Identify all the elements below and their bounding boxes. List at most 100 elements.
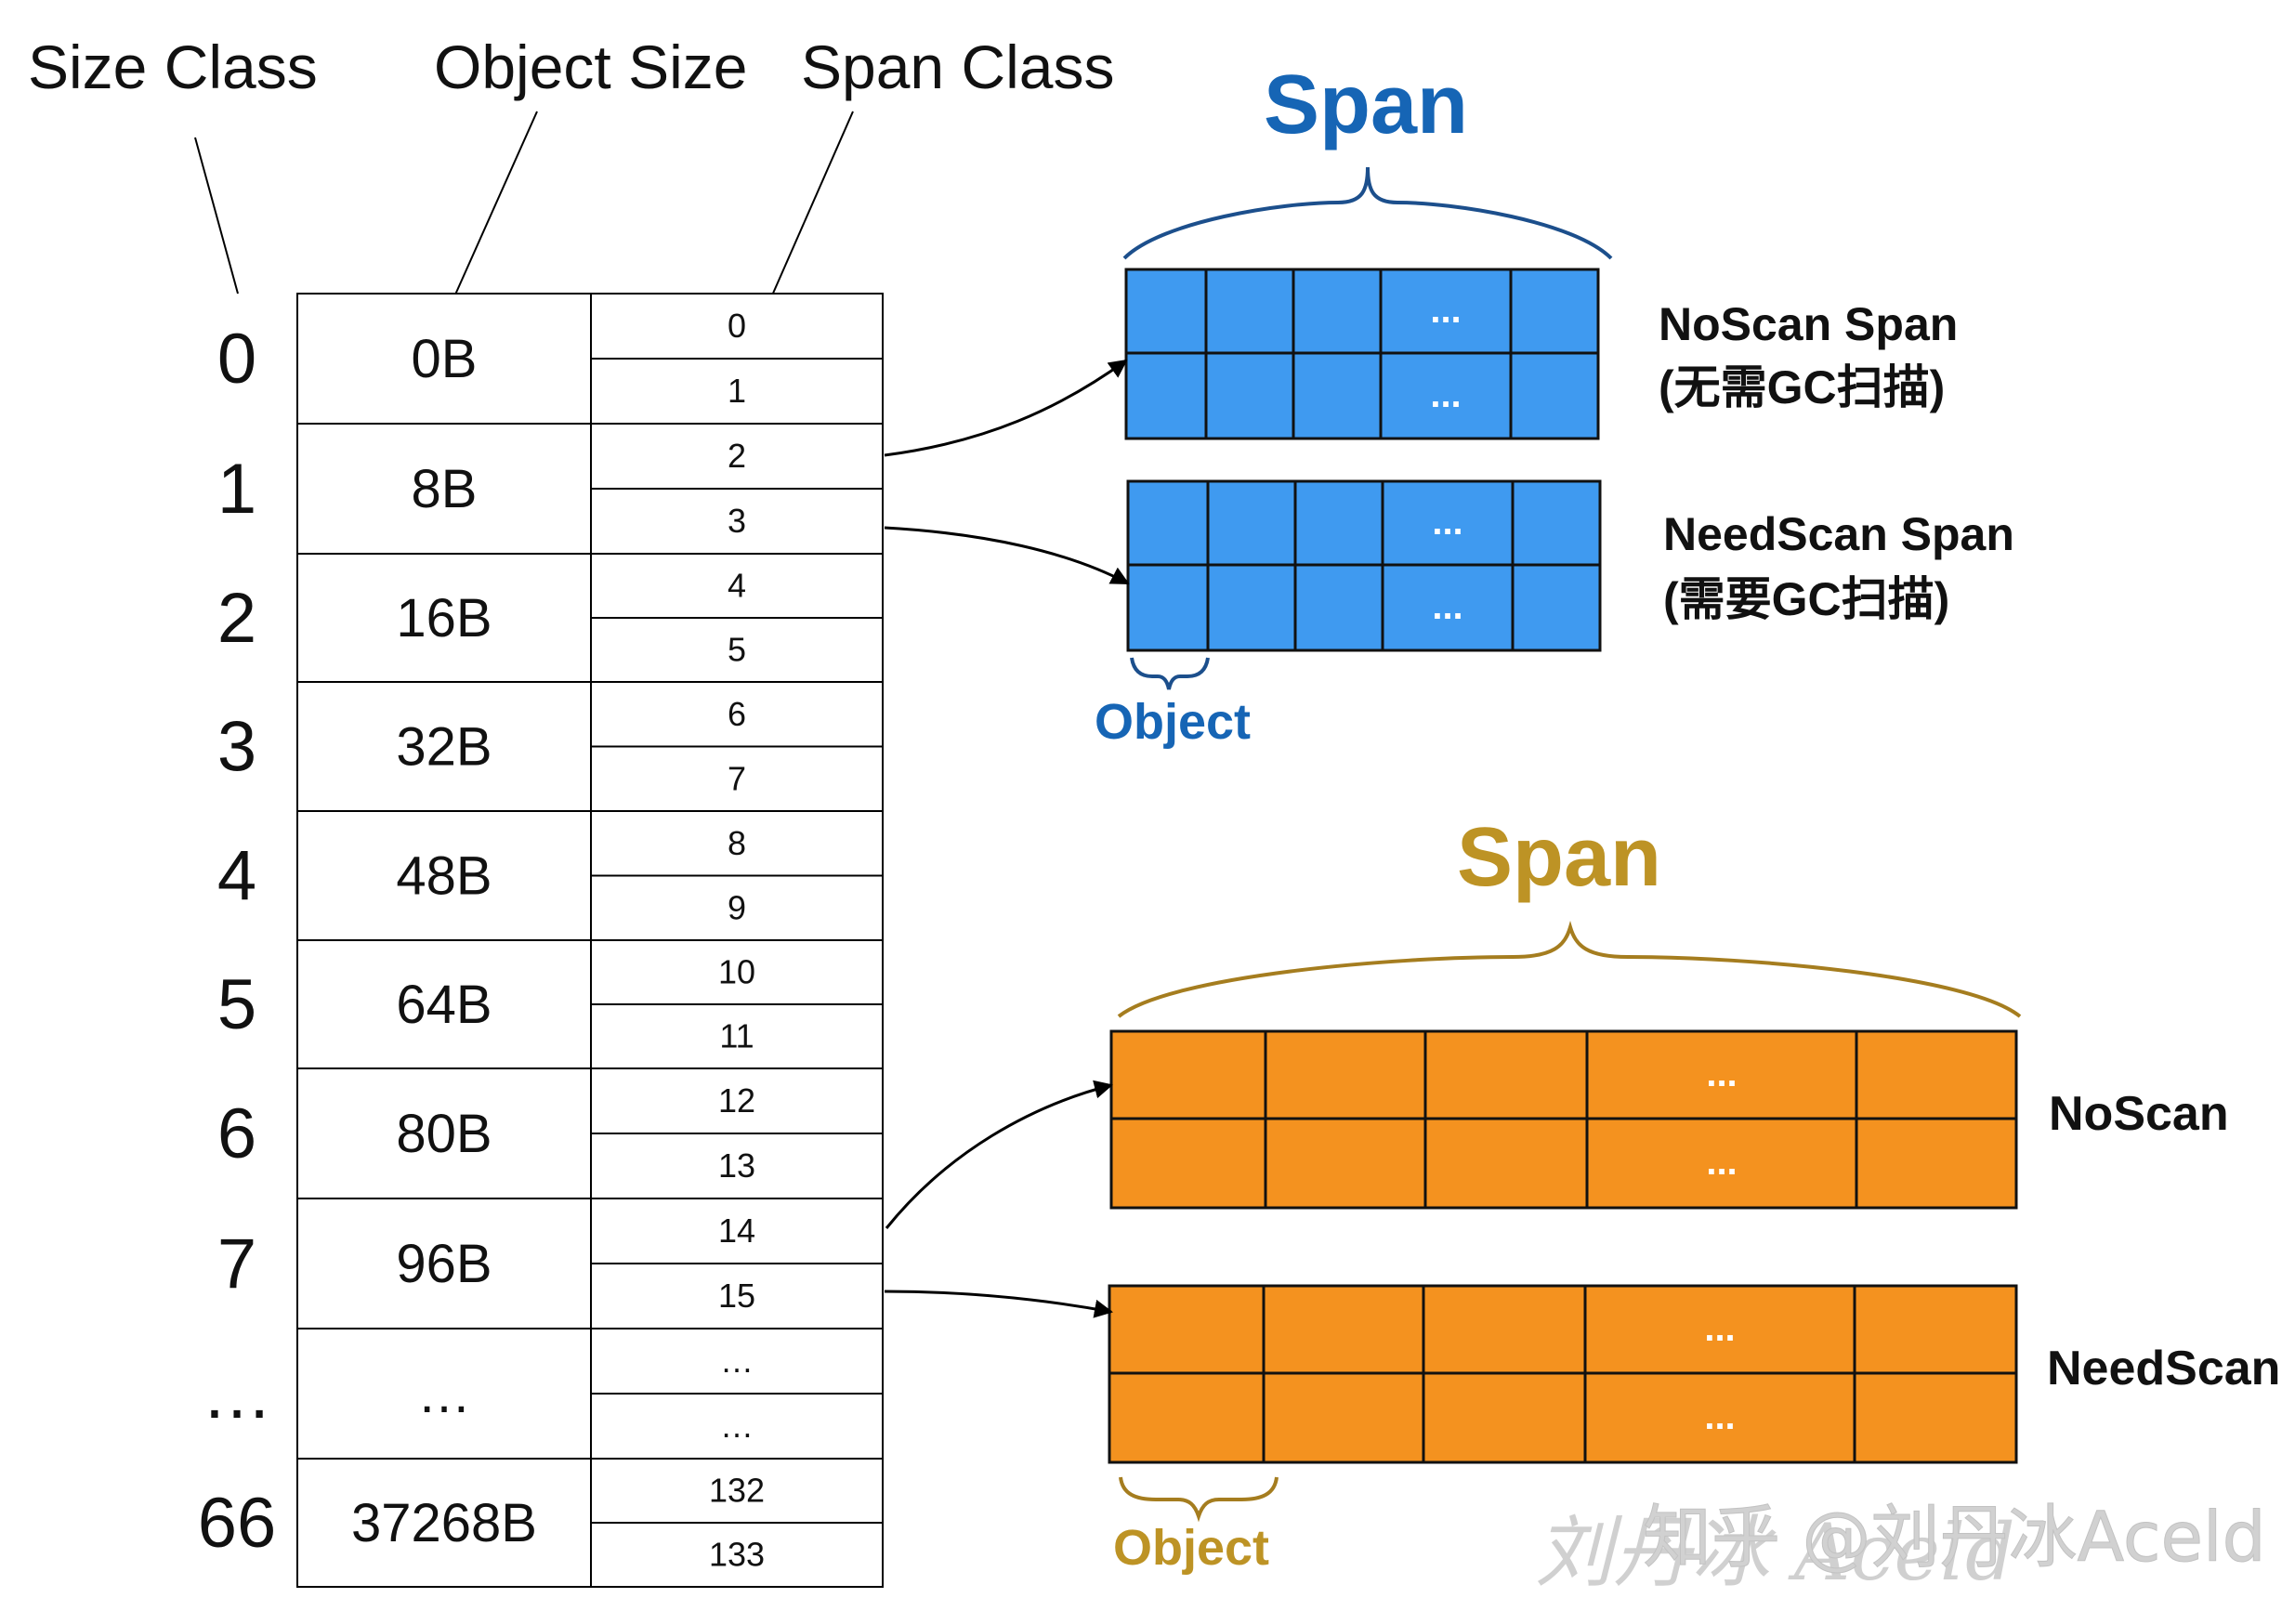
object-size-value: 37268B	[351, 1493, 537, 1553]
span-class-value: 14	[718, 1211, 755, 1250]
span-class-value: …	[720, 1342, 754, 1380]
orange-noscan-cell	[1109, 1117, 1267, 1210]
arrow-span-class-15-to-orange-needscan	[884, 1290, 1113, 1318]
span-class-value: 5	[728, 631, 746, 669]
size-class-value: 7	[217, 1225, 256, 1303]
size-class-leader	[194, 137, 239, 295]
span-class-value: …	[720, 1407, 754, 1445]
orange-noscan-cell	[1855, 1029, 2018, 1120]
orange-noscan-cell	[1423, 1029, 1589, 1120]
size-class-value: 1	[217, 450, 256, 529]
object-size-leader	[443, 111, 538, 321]
orange-needscan-cell	[1422, 1371, 1587, 1464]
span-class-value: 8	[728, 824, 746, 862]
orange-noscan-span-grid: ......	[1109, 1029, 2018, 1210]
blue-noscan-cell	[1509, 268, 1600, 355]
arrow-span-class-14-to-orange-noscan	[885, 1080, 1113, 1229]
span-class-cell	[590, 939, 884, 1005]
orange-needscan-cell	[1853, 1284, 2018, 1375]
span-class-cell	[590, 1458, 884, 1524]
size-class-header: Size Class	[28, 33, 318, 101]
size-class-value: 5	[217, 965, 256, 1044]
span-class-value: 7	[728, 759, 746, 797]
object-size-value: 80B	[396, 1104, 492, 1164]
span-class-value: 4	[728, 567, 746, 605]
span-class-cell	[590, 1328, 884, 1395]
span-class-cell	[590, 1393, 884, 1460]
orange-needscan-cell	[1262, 1371, 1425, 1464]
span-class-value: 11	[719, 1017, 754, 1055]
blue-noscan-span-grid: ......	[1124, 268, 1600, 440]
blue-noscan-cell	[1204, 351, 1295, 440]
span-class-cell	[590, 1263, 884, 1329]
watermark-signature: 刘丹冰 Aceld	[1535, 1507, 2015, 1598]
span-class-cell	[590, 488, 884, 555]
object-size-cell	[296, 939, 592, 1069]
size-class-value: 4	[217, 837, 256, 916]
orange-noscan-cell	[1109, 1029, 1267, 1120]
object-size-cell	[296, 1067, 592, 1199]
blue-noscan-ellipsis: ...	[1430, 290, 1461, 331]
span-class-leader	[761, 111, 854, 320]
blue-needscan-cell	[1206, 563, 1297, 652]
orange-span-section: Span ...... ...... NoScan NeedScan Objec…	[1108, 811, 2280, 1576]
object-size-value: …	[417, 1364, 471, 1424]
blue-needscan-ellipsis: ...	[1432, 502, 1462, 543]
orange-needscan-cell	[1262, 1284, 1425, 1375]
span-class-value: 0	[728, 307, 746, 345]
span-class-cell	[590, 681, 884, 748]
blue-noscan-cell	[1379, 268, 1513, 355]
span-class-value: 15	[718, 1277, 755, 1315]
object-size-cell	[296, 1198, 592, 1329]
span-class-value: 2	[728, 437, 746, 475]
orange-needscan-span-grid: ......	[1108, 1284, 2018, 1464]
span-class-cell	[590, 293, 884, 360]
blue-needscan-cell	[1126, 563, 1210, 652]
size-class-value: 6	[217, 1094, 256, 1173]
table-row: …………	[202, 1328, 884, 1460]
orange-span-title: Span	[1457, 811, 1661, 904]
orange-needscan-cell	[1108, 1284, 1266, 1375]
size-class-value: 66	[198, 1484, 277, 1563]
blue-needscan-ellipsis: ...	[1432, 586, 1462, 627]
orange-noscan-cell	[1585, 1117, 1858, 1210]
blue-needscan-cell	[1293, 563, 1384, 652]
arrow-span-class-3-to-blue-needscan	[884, 526, 1130, 585]
blue-noscan-cell	[1124, 268, 1208, 355]
span-class-cell	[590, 1198, 884, 1264]
arrow-span-class-2-to-blue-noscan	[884, 359, 1128, 457]
object-size-cell	[296, 1458, 592, 1588]
span-class-cell	[590, 358, 884, 425]
blue-span-title: Span	[1264, 59, 1468, 151]
orange-noscan-ellipsis: ...	[1706, 1054, 1737, 1094]
span-class-header: Span Class	[801, 33, 1115, 101]
blue-needscan-cell	[1293, 479, 1384, 567]
blue-noscan-sublabel: (无需GC扫描)	[1659, 361, 1945, 413]
orange-needscan-ellipsis: ...	[1704, 1308, 1735, 1349]
object-size-cell	[296, 1328, 592, 1460]
orange-needscan-cell	[1583, 1284, 1856, 1375]
blue-noscan-cell	[1204, 268, 1295, 355]
size-class-value: 3	[217, 708, 256, 787]
orange-needscan-ellipsis: ...	[1704, 1396, 1735, 1437]
object-size-value: 48B	[396, 846, 492, 907]
blue-needscan-cell	[1511, 479, 1602, 567]
object-size-value: 8B	[412, 459, 478, 519]
orange-object-label: Object	[1113, 1520, 1269, 1576]
orange-noscan-label: NoScan	[2049, 1087, 2229, 1141]
span-class-value: 13	[718, 1146, 755, 1185]
size-class-value: 2	[217, 579, 256, 658]
blue-noscan-cell	[1292, 351, 1383, 440]
orange-needscan-cell	[1108, 1371, 1266, 1464]
blue-object-brace	[1130, 657, 1210, 690]
span-class-value: 133	[709, 1536, 765, 1574]
blue-needscan-cell	[1206, 479, 1297, 567]
